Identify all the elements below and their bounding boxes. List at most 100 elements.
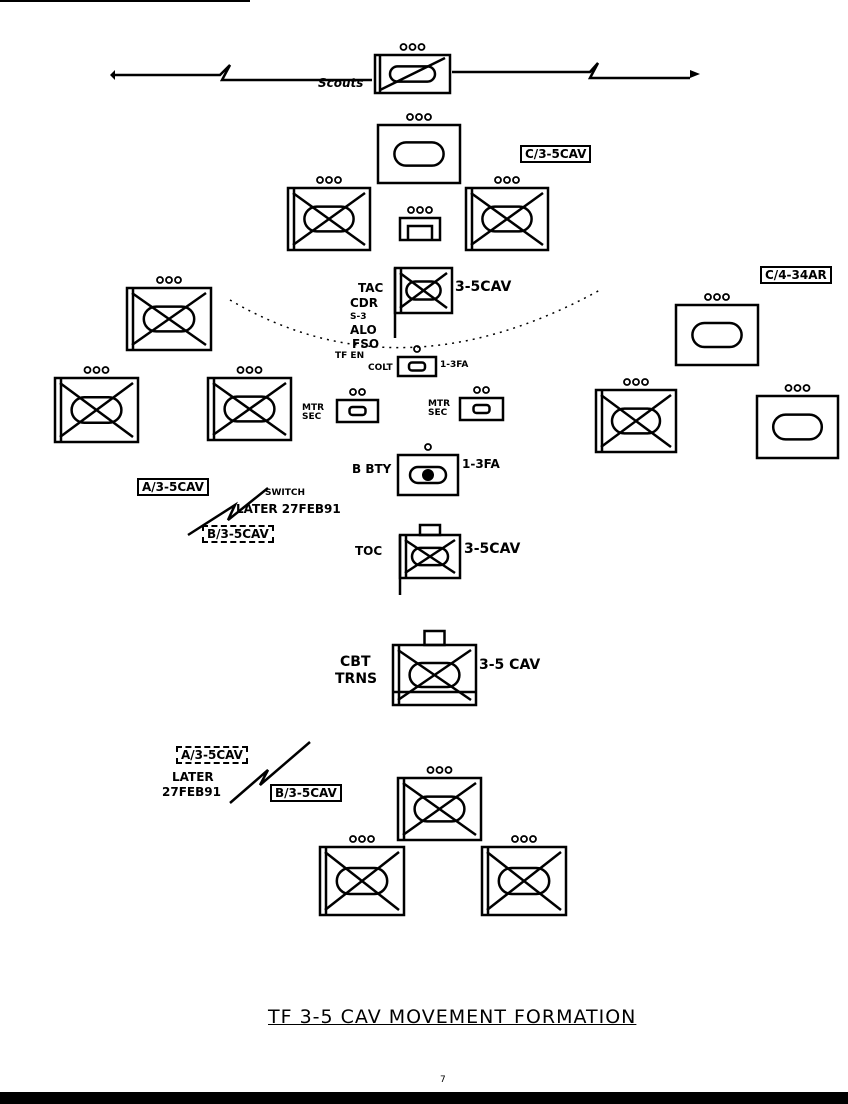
- track-oval: [388, 65, 437, 83]
- cbt-label: CBT: [340, 654, 371, 670]
- track-oval: [223, 395, 276, 423]
- unit-frame: [458, 396, 505, 422]
- track-oval: [303, 205, 355, 233]
- track-oval: [405, 280, 442, 301]
- echelon-dot: [444, 766, 453, 774]
- echelon-dot: [632, 378, 640, 386]
- echelon-dot: [435, 766, 444, 774]
- echelon-dot: [473, 386, 481, 394]
- echelon-dot: [784, 384, 793, 392]
- page-number: 7: [440, 1075, 446, 1085]
- a-3-5cav-upper-label: A/3-5CAV: [137, 478, 209, 496]
- unit-frame: [755, 394, 840, 460]
- unit-symbol: [53, 366, 140, 444]
- track-oval: [408, 465, 448, 485]
- echelon-dot: [802, 384, 811, 392]
- unit-frame: [206, 376, 293, 442]
- echelon-dot: [425, 206, 433, 214]
- hq-mark: [406, 224, 434, 240]
- unit-symbol: [480, 835, 568, 917]
- echelon-dot: [174, 276, 182, 284]
- echelon-dot: [417, 43, 426, 51]
- echelon-dot: [641, 378, 649, 386]
- unit-symbol: [286, 176, 372, 252]
- x-mark: [486, 851, 562, 911]
- echelon-dot: [424, 443, 432, 451]
- tac-label: TAC: [358, 281, 384, 295]
- track-oval: [348, 405, 367, 417]
- x-mark: [324, 851, 400, 911]
- track-oval: [472, 403, 491, 415]
- unit-symbol: [396, 345, 438, 378]
- echelon-dot: [406, 113, 414, 121]
- unit-frame: [335, 398, 380, 424]
- antenna: [423, 629, 446, 647]
- fso-label: FSO: [352, 337, 380, 351]
- toc-label: TOC: [355, 544, 383, 558]
- unit-frame: [396, 355, 438, 378]
- unit-symbol: [396, 766, 483, 842]
- unit-symbol: [335, 388, 380, 424]
- colt-unit-label: 1-3FA: [440, 360, 469, 370]
- echelon-dot: [358, 835, 366, 843]
- unit-frame: [53, 376, 140, 444]
- unit-frame: [318, 845, 406, 917]
- s3-label: S-3: [350, 312, 367, 322]
- arrow-tail: [110, 70, 115, 80]
- track-oval: [408, 661, 461, 689]
- unit-frame: [594, 388, 678, 454]
- track-oval: [610, 407, 662, 435]
- unit-symbol: [464, 176, 550, 252]
- c-3-5cav-label: C/3-5CAV: [520, 145, 592, 163]
- artillery-dot: [422, 469, 434, 481]
- date-lower-label: 27FEB91: [162, 785, 221, 799]
- unit-frame: [376, 123, 462, 185]
- c-4-34ar-label: C/4-34AR: [760, 266, 832, 284]
- echelon-dot: [349, 835, 357, 843]
- echelon-dot: [349, 388, 357, 396]
- b-3-5cav-lower-label: B/3-5CAV: [270, 784, 342, 802]
- track-oval: [481, 205, 533, 233]
- x-mark: [59, 381, 134, 439]
- mtr-sec-left-label: MTR SEC: [302, 403, 325, 422]
- diagram-title: TF 3-5 CAV MOVEMENT FORMATION: [268, 1006, 637, 1028]
- b-3-5cav-upper-label: B/3-5CAV: [202, 525, 274, 543]
- unit-symbol: [458, 386, 505, 422]
- arrow-head: [690, 70, 700, 78]
- echelon-dot: [520, 835, 528, 843]
- x-mark: [600, 393, 672, 449]
- echelon-dot: [358, 388, 366, 396]
- echelon-dot: [623, 378, 631, 386]
- antenna: [418, 523, 442, 537]
- trns-label: TRNS: [335, 671, 378, 687]
- unit-frame: [396, 776, 483, 842]
- echelon-dot: [83, 366, 92, 374]
- unit-symbol: [125, 276, 213, 352]
- unit-symbol: [396, 443, 460, 497]
- echelon-dot: [722, 293, 730, 301]
- echelon-dot: [529, 835, 537, 843]
- later-upper-label: LATER 27FEB91: [236, 502, 341, 516]
- track-oval: [393, 141, 445, 167]
- unit-frame: [464, 186, 550, 252]
- unit-symbol: [398, 523, 462, 595]
- echelon-dot: [713, 293, 721, 301]
- unit-frame: [398, 216, 442, 242]
- echelon-dot: [424, 113, 432, 121]
- echelon-dot: [165, 276, 173, 284]
- echelon-dot: [511, 835, 519, 843]
- toc-unit-label: 3-5CAV: [464, 541, 521, 557]
- later-lower-label: LATER: [172, 770, 214, 784]
- echelon-dot: [413, 345, 421, 353]
- cbt-trns-unit-label: 3-5 CAV: [479, 657, 541, 673]
- echelon-dot: [494, 176, 502, 184]
- x-mark: [399, 271, 448, 310]
- cdr-label: CDR: [350, 296, 379, 310]
- slash-mark: [379, 56, 446, 92]
- echelon-dot: [482, 386, 490, 394]
- echelon-dot: [325, 176, 333, 184]
- unit-symbol: [373, 43, 452, 95]
- echelon-dot: [416, 206, 424, 214]
- x-mark: [292, 191, 366, 247]
